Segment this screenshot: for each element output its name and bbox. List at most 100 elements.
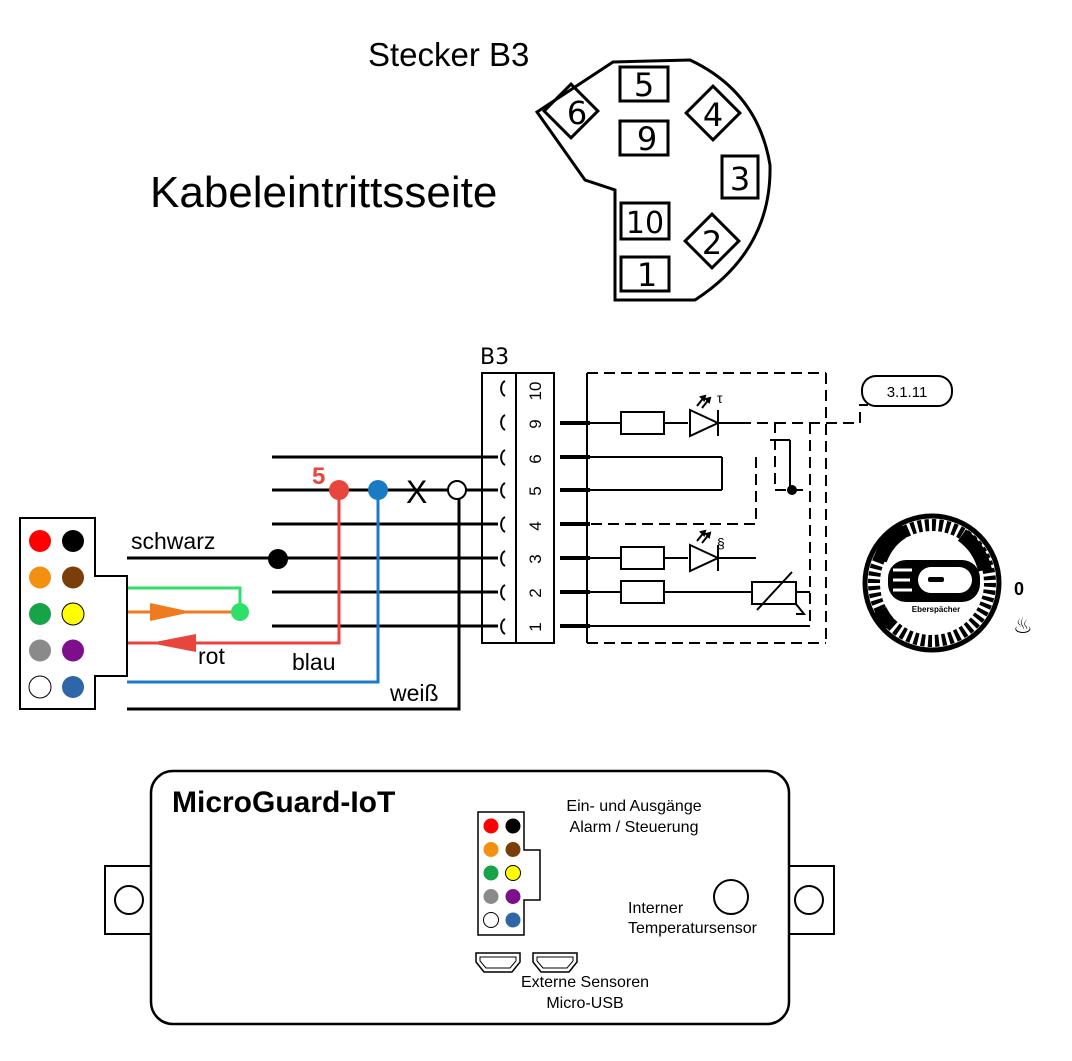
pin-color-dot xyxy=(483,865,499,881)
svg-text:3.1.11: 3.1.11 xyxy=(887,384,928,401)
pin-color-dot xyxy=(505,818,521,834)
heat-icon: ♨ xyxy=(1013,613,1033,638)
io-label: Ein- und Ausgänge xyxy=(566,798,701,815)
device-title: MicroGuard-IoT xyxy=(172,786,395,819)
pin-color-dot xyxy=(505,912,521,928)
red-junction xyxy=(329,480,349,500)
heater-control-dial: Eberspächer xyxy=(862,513,1002,653)
connector-b3-face: Stecker B3 Kabeleintrittsseite 5 6 9 4 3… xyxy=(150,36,772,302)
pin-2: 2 xyxy=(683,212,741,270)
connector-outline xyxy=(534,58,772,302)
pin-stubs xyxy=(560,421,590,628)
terminal-numbers: 10 9 6 5 4 3 2 1 xyxy=(526,382,545,632)
svg-text:6: 6 xyxy=(567,94,587,132)
pin-color-dot xyxy=(483,842,499,857)
terminal-number: 1 xyxy=(526,622,545,631)
led-symbol-top: τ xyxy=(717,390,723,406)
io-pin-dots xyxy=(483,818,521,928)
sensor-label-sub: Temperatursensor xyxy=(628,920,758,937)
pin-color-dot xyxy=(29,530,51,552)
io-label-sub: Alarm / Steuerung xyxy=(570,819,699,836)
wire-label-white: weiß xyxy=(389,680,439,706)
black-junction xyxy=(268,549,288,569)
terminal-block xyxy=(481,372,555,644)
pin-5: 5 xyxy=(618,65,670,104)
usb-label: Externe Sensoren xyxy=(521,974,649,991)
pin-9: 9 xyxy=(618,119,670,158)
internal-module-frame xyxy=(587,372,868,644)
orange-arrow-head xyxy=(150,603,192,621)
pin-color-dot xyxy=(483,818,499,834)
microguard-device: MicroGuard-IoT Ein- und Ausgänge Alarm /… xyxy=(104,769,835,1026)
device-body xyxy=(149,769,791,1026)
cut-mark: X xyxy=(406,474,427,510)
external-wires xyxy=(127,455,498,711)
pin-color-dot xyxy=(29,603,51,625)
terminal-number: 5 xyxy=(526,486,545,495)
block-label-b3: B3 xyxy=(480,345,509,370)
svg-text:5: 5 xyxy=(634,66,654,104)
red-wire xyxy=(127,490,341,645)
pin-6: 6 xyxy=(542,82,600,140)
schematic: B3 10 9 6 5 4 3 2 1 xyxy=(19,345,1033,711)
pin-color-dot xyxy=(29,639,51,662)
terminal-number: 4 xyxy=(526,521,545,530)
micro-usb-port-right xyxy=(532,952,578,973)
left-mounting-hole xyxy=(114,885,144,915)
wire-label-blue: blau xyxy=(292,649,335,675)
micro-usb-port-left xyxy=(475,952,521,973)
pin-color-dot xyxy=(62,566,84,589)
internal-temperature-sensor xyxy=(713,879,749,915)
svg-text:3: 3 xyxy=(730,160,750,198)
red-arrow-head xyxy=(150,634,196,652)
pin-color-dot xyxy=(505,865,521,881)
usb-label-sub: Micro-USB xyxy=(546,995,623,1012)
svg-text:9: 9 xyxy=(637,120,657,158)
green-wire xyxy=(127,586,242,612)
svg-text:4: 4 xyxy=(703,96,723,134)
pin-color-dot xyxy=(62,639,84,662)
io-connector xyxy=(477,811,541,936)
pin-color-dot xyxy=(29,566,51,589)
marker-number: 5 xyxy=(312,463,325,490)
pin-3: 3 xyxy=(720,154,760,200)
wire-label-black: schwarz xyxy=(131,528,215,554)
terminal-number: 6 xyxy=(526,454,545,463)
reference-tag: 3.1.11 xyxy=(861,375,953,407)
pin-10: 10 xyxy=(619,201,671,241)
right-mounting-hole xyxy=(794,885,824,915)
pin-color-dot xyxy=(505,842,521,857)
colored-wires xyxy=(127,490,380,684)
pin-color-dot xyxy=(62,530,84,552)
cable-entry-side-label: Kabeleintrittsseite xyxy=(150,168,497,217)
blue-wire xyxy=(127,490,380,684)
green-junction xyxy=(231,603,249,621)
pin-color-dot xyxy=(505,889,521,904)
blue-junction xyxy=(368,480,388,500)
connector-title: Stecker B3 xyxy=(368,36,529,73)
svg-text:2: 2 xyxy=(702,224,722,262)
svg-text:1: 1 xyxy=(637,256,657,294)
terminal-number: 2 xyxy=(526,588,545,597)
plug-connector xyxy=(19,517,128,710)
open-junction xyxy=(447,480,467,500)
plug-pin-dots xyxy=(28,530,85,699)
terminal-number: 3 xyxy=(526,554,545,563)
led-symbol-bottom: § xyxy=(717,535,725,551)
wire-label-red: rot xyxy=(198,643,225,669)
pin-color-dot xyxy=(483,889,499,904)
pin-4: 4 xyxy=(684,84,742,142)
pin-color-dot xyxy=(28,675,52,699)
terminal-number: 10 xyxy=(526,382,545,401)
dial-brand-text: Eberspächer xyxy=(912,605,960,614)
pin-color-dot xyxy=(61,602,85,626)
dial-position-label: 0 xyxy=(1014,579,1024,599)
terminal-number: 9 xyxy=(526,419,545,428)
sensor-label: Interner xyxy=(628,900,684,917)
pin-color-dot xyxy=(483,912,499,928)
pin-color-dot xyxy=(62,676,84,698)
pin-1: 1 xyxy=(619,255,671,294)
svg-text:10: 10 xyxy=(626,206,664,241)
led-arrows xyxy=(696,394,712,544)
